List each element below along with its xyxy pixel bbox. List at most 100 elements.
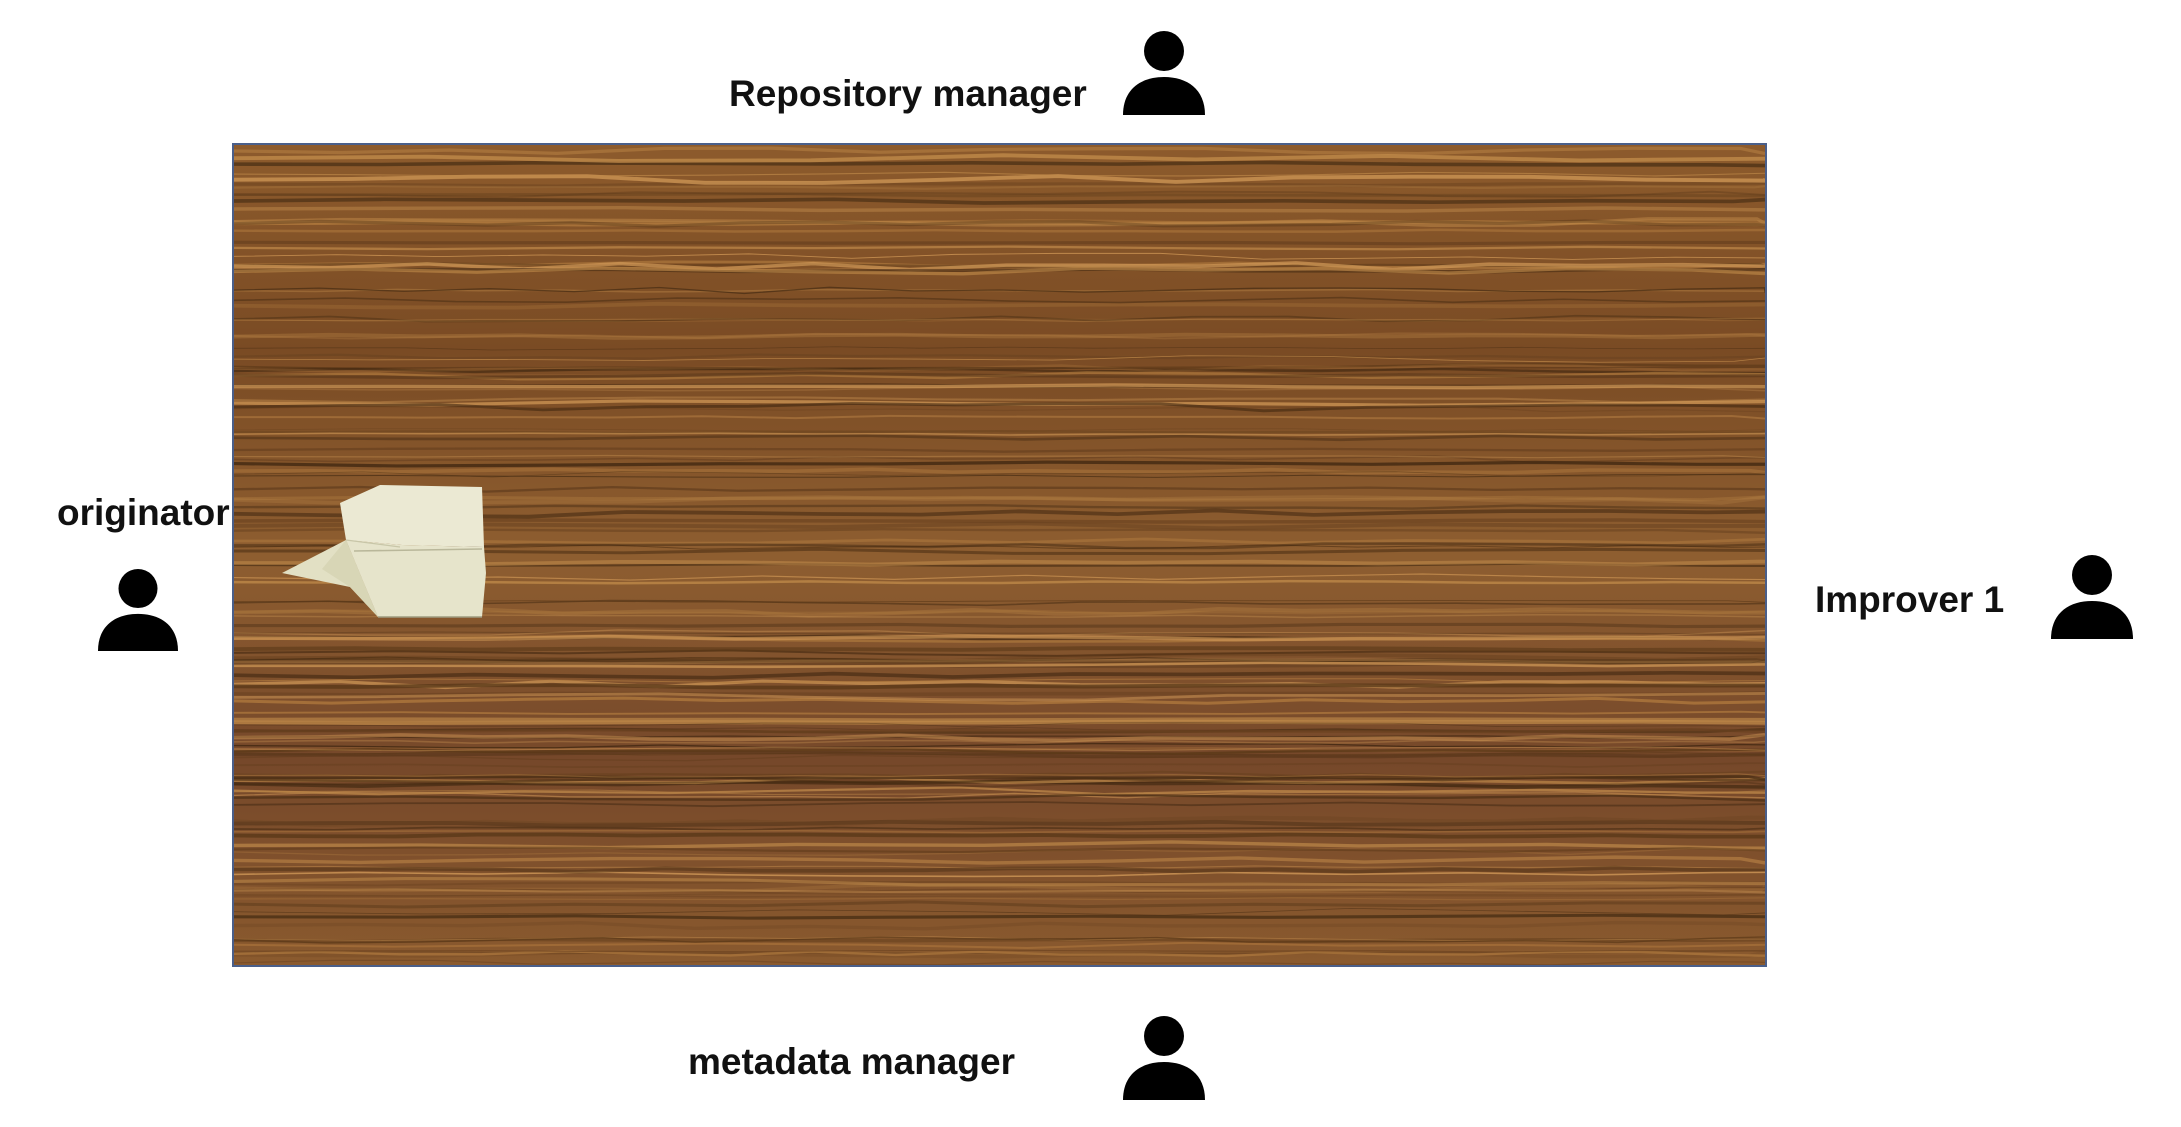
wood-grain-line [234, 181, 1765, 188]
wood-grain-line [234, 897, 1765, 901]
improver-label: Improver 1 [1815, 579, 2005, 620]
wood-grain-line [234, 396, 1765, 404]
wood-grain-line [234, 722, 1765, 728]
wood-grain-line [234, 949, 1765, 953]
wood-grain-line [234, 460, 1765, 468]
wood-grain-line [234, 228, 1765, 233]
wood-grain-line [234, 518, 1765, 524]
wood-grain-line [234, 600, 1765, 603]
wood-grain-line [234, 920, 1765, 931]
wood-grain-line [234, 727, 1765, 734]
wood-grain-line [234, 696, 1765, 705]
wood-grain-line [234, 314, 1765, 323]
repository-manager-label: Repository manager [729, 73, 1087, 114]
wood-grain-line [234, 793, 1765, 802]
wood-grain-line [234, 467, 1765, 475]
wood-grain-line [234, 332, 1765, 340]
wood-grain-line [234, 495, 1765, 505]
wood-grain-line [234, 652, 1765, 663]
wood-grain-line [234, 174, 1765, 185]
wood-grain-line [234, 205, 1765, 213]
wood-grain-line [234, 770, 1765, 779]
wood-grain-line [234, 240, 1765, 246]
wood-grain-line [234, 907, 1765, 916]
wood-grain-line [234, 414, 1765, 420]
wood-grain-line [234, 190, 1765, 199]
paper-plane-icon[interactable] [282, 485, 488, 619]
wood-grain-line [234, 537, 1765, 545]
repository-manager-person-icon [1123, 31, 1205, 115]
wood-grain-line [234, 508, 1765, 519]
wood-grain-line [234, 646, 1765, 653]
wood-grain-line [234, 829, 1765, 834]
wood-grain-line [234, 485, 1765, 493]
wood-grain-line [234, 892, 1765, 897]
wood-grain-line [234, 192, 1765, 198]
wood-grain-line [234, 670, 1765, 680]
wood-grain-line [234, 747, 1765, 755]
wood-grain-line [234, 474, 1765, 478]
wood-grain-line [234, 332, 1765, 340]
wood-grain-line [234, 432, 1765, 436]
wood-grain-line [234, 719, 1765, 726]
wood-grain-line [234, 656, 1765, 665]
wood-grain-line [234, 754, 1765, 762]
wood-grain-line [234, 252, 1765, 260]
wood-grain-line [234, 661, 1765, 669]
wood-grain-line [234, 742, 1765, 749]
wood-grain-line [234, 355, 1765, 363]
wood-grain-line [234, 886, 1765, 894]
wood-grain-line [234, 781, 1765, 788]
wood-grain-line [234, 634, 1765, 642]
wood-grain-line [234, 609, 1765, 615]
wood-grain-line [234, 353, 1765, 360]
wood-grain-line [234, 710, 1765, 715]
wood-grain-line [234, 362, 1765, 371]
wood-grain-line [234, 559, 1765, 567]
wood-grain-line [234, 383, 1765, 390]
wood-grain-line [234, 385, 1765, 392]
wood-grain-line [234, 762, 1765, 769]
wood-grain-line [234, 751, 1765, 756]
wood-grain-line [234, 434, 1765, 442]
wood-grain-texture [234, 145, 1765, 965]
wood-grain-line [234, 544, 1765, 550]
wood-grain-line [234, 402, 1765, 413]
wood-grain-line [234, 504, 1765, 510]
wood-grain-line [234, 801, 1765, 808]
wood-grain-line [234, 786, 1765, 796]
wood-grain-line [234, 631, 1765, 636]
wood-grain-line [234, 717, 1765, 723]
wood-grain-line [234, 900, 1765, 909]
originator-label: originator [57, 492, 230, 533]
wood-grain-line [234, 542, 1765, 550]
wood-grain-line [234, 739, 1765, 744]
wood-grain-line [234, 876, 1765, 887]
wood-grain-line [234, 606, 1765, 618]
wood-grain-line [234, 855, 1765, 865]
wood-grain-line [234, 750, 1765, 759]
wood-grain-line [234, 367, 1765, 375]
wood-grain-line [234, 913, 1765, 920]
wood-grain-line [234, 146, 1765, 156]
wood-grain-line [234, 428, 1765, 432]
wood-grain-line [234, 871, 1765, 878]
wood-grain-line [234, 318, 1765, 323]
wood-grain-line [234, 893, 1765, 898]
wood-grain-line [234, 346, 1765, 351]
wood-grain-line [234, 678, 1765, 684]
wood-grain-line [234, 840, 1765, 850]
wood-grain-line [234, 832, 1765, 839]
wood-grain-line [234, 447, 1765, 453]
wood-grain-line [234, 266, 1765, 276]
wood-grain-line [234, 430, 1765, 435]
wood-grain-line [234, 791, 1765, 799]
wood-grain-line [234, 363, 1765, 373]
wood-grain-line [234, 950, 1765, 958]
wood-grain-line [234, 613, 1765, 619]
wood-grain-line [234, 936, 1765, 944]
wooden-table [232, 143, 1767, 967]
wood-grain-line [234, 658, 1765, 666]
wood-grain-line [234, 184, 1765, 190]
wood-grain-line [234, 197, 1765, 205]
